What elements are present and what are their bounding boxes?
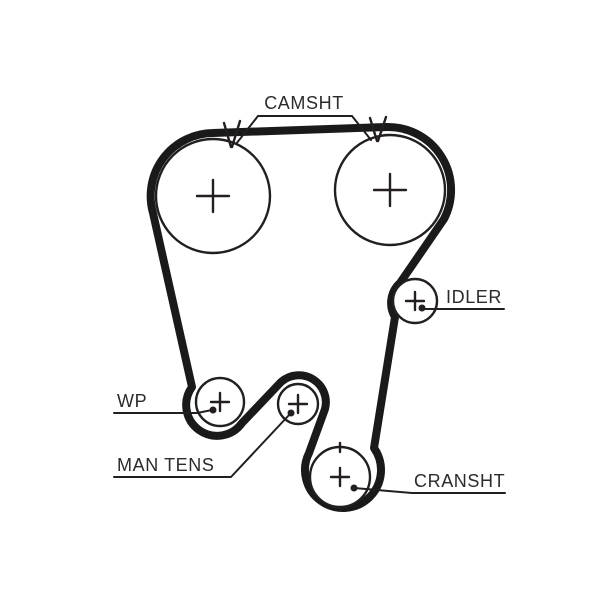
leader-line-camshaft	[235, 115, 372, 145]
label-tensioner: MAN TENS	[117, 455, 214, 475]
leader-dot-tensioner	[287, 409, 295, 417]
leader-line-tensioner	[113, 413, 291, 478]
leader-dot-water-pump	[209, 406, 217, 414]
leader-line-water-pump	[113, 409, 213, 414]
timing-belt	[146, 122, 456, 512]
timing-mark-icon-cam-right	[368, 115, 388, 143]
cross-icon-crankshaft	[329, 466, 351, 488]
label-idler: IDLER	[446, 287, 502, 307]
cross-icon-cam-left	[195, 178, 231, 214]
cross-icon-water-pump	[209, 391, 231, 413]
label-camshaft: CAMSHT	[264, 93, 344, 113]
timing-mark-icon-cam-left	[222, 119, 242, 149]
cross-icon-tensioner	[287, 393, 309, 415]
cross-icon-cam-right	[372, 172, 408, 208]
leader-dot-crankshaft	[350, 484, 358, 492]
leader-dot-idler	[418, 304, 426, 312]
label-water-pump: WP	[117, 391, 147, 411]
label-crankshaft: CRANSHT	[414, 471, 505, 491]
cross-icon-idler	[404, 290, 426, 312]
leader-line-crankshaft	[353, 487, 506, 494]
